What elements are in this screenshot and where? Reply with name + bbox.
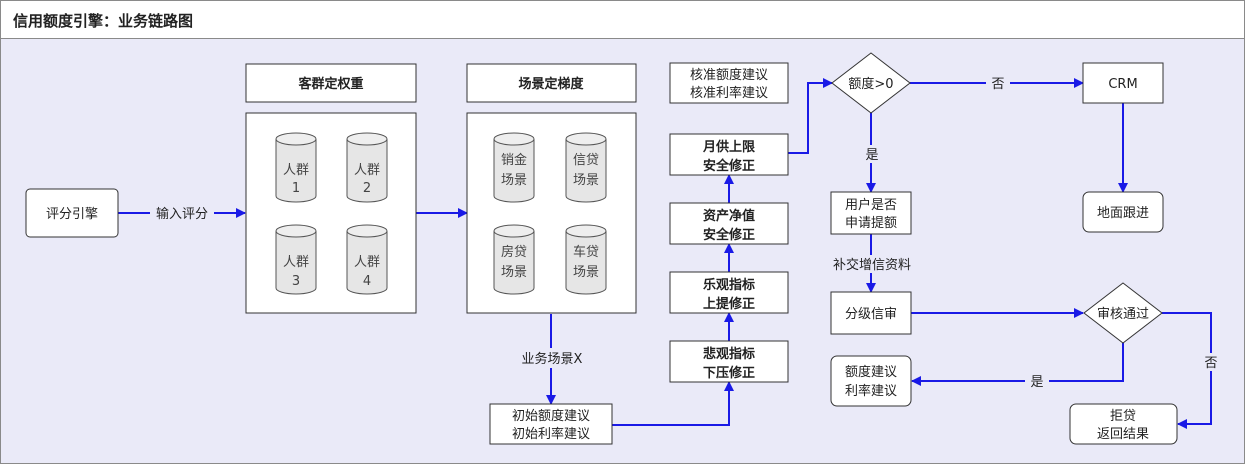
node-scene-gradient: 场景定梯度 bbox=[466, 63, 637, 103]
cylinder-scene-credit: 信贷 场景 bbox=[565, 132, 607, 203]
net-assets-line-2: 安全修正 bbox=[703, 227, 755, 243]
crowd-3-line-1: 人群 bbox=[283, 255, 309, 270]
crowd-1-line-2: 1 bbox=[292, 181, 300, 196]
label-supplement: 补交增信资料 bbox=[833, 257, 911, 273]
ground-follow-text: 地面跟进 bbox=[1097, 206, 1149, 221]
scene-sales-line-1: 销金 bbox=[501, 152, 527, 168]
scene-sales-line-2: 场景 bbox=[501, 173, 527, 188]
node-net-assets: 资产净值 安全修正 bbox=[669, 202, 789, 245]
crowd-1-line-1: 人群 bbox=[283, 163, 309, 178]
initial-suggest-line-1: 初始额度建议 bbox=[512, 408, 590, 424]
pessimistic-line-1: 悲观指标 bbox=[703, 346, 755, 362]
decision-review-pass-text: 审核通过 bbox=[1097, 307, 1149, 322]
scene-group-panel bbox=[466, 112, 637, 314]
scene-credit-line-1: 信贷 bbox=[573, 153, 599, 168]
edge-labels: 输入评分 业务场景X 否 是 补交增信资料 是 否 bbox=[150, 74, 1223, 390]
scene-credit-line-2: 场景 bbox=[573, 173, 599, 188]
node-initial-suggest: 初始额度建议 初始利率建议 bbox=[489, 403, 613, 445]
decision-quota: 额度>0 bbox=[831, 52, 911, 114]
label-input-score: 输入评分 bbox=[156, 206, 208, 222]
label-scene-x: 业务场景X bbox=[522, 351, 583, 367]
crm-text: CRM bbox=[1108, 77, 1137, 92]
cylinder-scene-house: 房贷 场景 bbox=[493, 224, 535, 295]
node-scene-gradient-text: 场景定梯度 bbox=[518, 76, 584, 92]
edge-initial-to-pessimistic bbox=[612, 381, 734, 426]
node-crm: CRM bbox=[1082, 62, 1164, 104]
decision-review-pass: 审核通过 bbox=[1083, 282, 1163, 344]
node-ground-follow: 地面跟进 bbox=[1082, 191, 1164, 233]
scene-car-line-1: 车贷 bbox=[573, 244, 599, 260]
node-monthly-cap: 月供上限 安全修正 bbox=[669, 133, 789, 176]
reject-line-1: 拒贷 bbox=[1110, 409, 1136, 424]
node-approved-suggest: 核准额度建议 核准利率建议 bbox=[669, 62, 789, 104]
node-customer-weight-text: 客群定权重 bbox=[298, 76, 363, 92]
scene-car-line-2: 场景 bbox=[573, 265, 599, 280]
final-suggest-line-2: 利率建议 bbox=[845, 383, 897, 399]
user-apply-line-1: 用户是否 bbox=[845, 197, 897, 213]
page-title: 信用额度引擎：业务链路图 bbox=[13, 12, 194, 30]
initial-suggest-line-2: 初始利率建议 bbox=[512, 426, 590, 442]
cylinder-crowd-2: 人群 2 bbox=[346, 132, 388, 203]
edges bbox=[118, 78, 1212, 429]
node-optimistic: 乐观指标 上提修正 bbox=[669, 271, 789, 314]
label-no-2: 否 bbox=[1204, 356, 1217, 371]
cylinder-crowd-1: 人群 1 bbox=[275, 132, 317, 203]
cylinder-crowd-3: 人群 3 bbox=[275, 224, 317, 295]
edge-monthly-to-quota bbox=[788, 78, 833, 154]
label-yes-2: 是 bbox=[1030, 375, 1043, 390]
approved-suggest-line-1: 核准额度建议 bbox=[690, 67, 768, 83]
pessimistic-line-2: 下压修正 bbox=[703, 365, 755, 381]
node-customer-weight: 客群定权重 bbox=[245, 63, 417, 103]
approved-suggest-line-2: 核准利率建议 bbox=[690, 85, 768, 101]
node-score-engine: 评分引擎 bbox=[25, 188, 119, 238]
edge-pass-to-final bbox=[911, 343, 1124, 386]
cylinder-scene-sales: 销金 场景 bbox=[493, 132, 535, 203]
cylinder-crowd-4: 人群 4 bbox=[346, 224, 388, 295]
crowd-2-line-1: 人群 bbox=[354, 163, 380, 178]
optimistic-line-1: 乐观指标 bbox=[703, 277, 755, 293]
node-user-apply: 用户是否 申请提额 bbox=[830, 191, 912, 235]
user-apply-line-2: 申请提额 bbox=[845, 215, 897, 231]
net-assets-line-1: 资产净值 bbox=[703, 208, 755, 224]
scene-house-line-2: 场景 bbox=[501, 265, 527, 280]
cylinder-scene-car: 车贷 场景 bbox=[565, 224, 607, 295]
node-graded-review: 分级信审 bbox=[830, 291, 912, 335]
graded-review-text: 分级信审 bbox=[845, 307, 897, 322]
monthly-cap-line-2: 安全修正 bbox=[703, 158, 755, 174]
reject-line-2: 返回结果 bbox=[1097, 427, 1149, 442]
label-no-1: 否 bbox=[991, 77, 1004, 92]
optimistic-line-2: 上提修正 bbox=[703, 296, 755, 312]
node-reject: 拒贷 返回结果 bbox=[1069, 403, 1178, 445]
crowd-4-line-1: 人群 bbox=[354, 255, 380, 270]
scene-house-line-1: 房贷 bbox=[501, 244, 527, 260]
crowd-3-line-2: 3 bbox=[292, 274, 300, 289]
label-yes-1: 是 bbox=[865, 148, 878, 163]
crowd-4-line-2: 4 bbox=[363, 274, 371, 289]
monthly-cap-line-1: 月供上限 bbox=[702, 139, 756, 155]
node-pessimistic: 悲观指标 下压修正 bbox=[669, 340, 789, 383]
node-score-engine-text: 评分引擎 bbox=[46, 207, 98, 222]
node-final-suggest: 额度建议 利率建议 bbox=[830, 355, 912, 407]
title-bar: 信用额度引擎：业务链路图 bbox=[1, 1, 1244, 39]
final-suggest-line-1: 额度建议 bbox=[845, 364, 897, 380]
decision-quota-text: 额度>0 bbox=[848, 76, 893, 92]
customer-group-panel bbox=[245, 112, 417, 314]
crowd-2-line-2: 2 bbox=[363, 181, 371, 196]
